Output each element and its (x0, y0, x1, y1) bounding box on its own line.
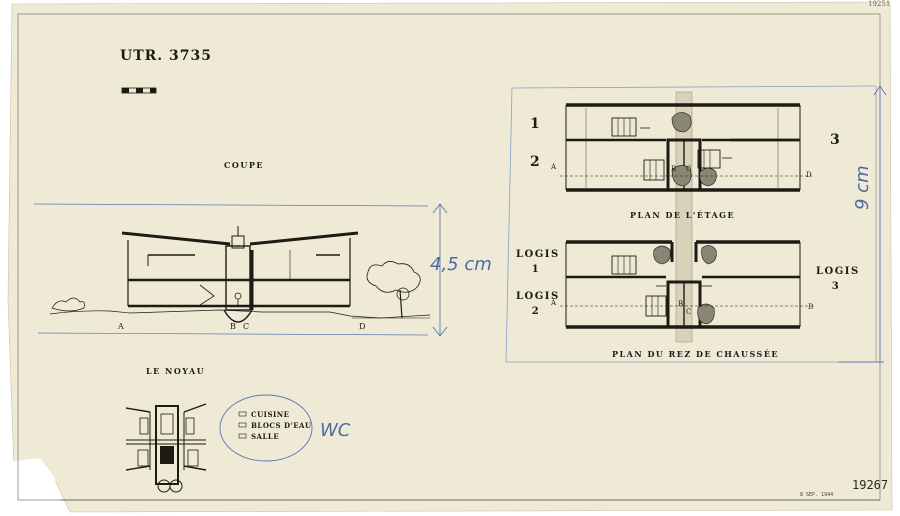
drawing-reference: UTR. 3735 (120, 48, 212, 64)
scale-bar (121, 87, 157, 94)
legend-salle: SALLE (251, 432, 280, 441)
upper-line-a: A (551, 163, 557, 171)
ground-unit-1: LOGIS 1 (516, 249, 560, 275)
upper-mid-b: B (671, 165, 677, 173)
margin-note: 9 cm (852, 165, 873, 210)
ground-mid-c: C (686, 308, 692, 316)
section-drawing (33, 203, 431, 336)
upper-plan-title: PLAN DE L'ÉTAGE (630, 210, 736, 220)
footer-stamp: 8 SEP. 1944 (800, 492, 834, 498)
section-label-c: C (243, 322, 250, 331)
archive-number: 19267 (852, 478, 889, 492)
corner-note: 19251 (868, 0, 891, 8)
core-note: WC (320, 420, 351, 441)
height-note: 4,5 cm (430, 254, 492, 275)
ground-unit-3: LOGIS 3 (816, 266, 860, 292)
plans-frame (505, 85, 877, 363)
section-label-a: A (118, 322, 124, 331)
upper-unit-3: 3 (830, 132, 840, 148)
core-plan (125, 403, 207, 493)
ground-plan-title: PLAN DU REZ DE CHAUSSÉE (612, 349, 780, 359)
ground-unit-2: LOGIS 2 (516, 291, 560, 317)
upper-mid-c: C (686, 165, 692, 173)
section-title: COUPE (224, 160, 264, 170)
torn-corner (8, 458, 60, 512)
margin-dimension (838, 85, 887, 363)
section-label-b: B (230, 322, 236, 331)
core-title: LE NOYAU (146, 366, 206, 376)
upper-plan-drawing (560, 91, 812, 343)
upper-unit-2: 2 (530, 154, 540, 170)
ground-plan-drawing (560, 240, 812, 329)
legend-cuisine: CUISINE (251, 410, 290, 419)
section-label-d: D (359, 322, 366, 331)
upper-unit-1: 1 (530, 116, 540, 132)
upper-line-d: D (806, 171, 812, 179)
height-dimension (432, 203, 448, 337)
ground-mid-b: B (678, 300, 684, 308)
legend-swatches (238, 411, 247, 439)
legend-blocs-eau: BLOCS D'EAU (251, 421, 312, 430)
ground-line-d: D (808, 303, 814, 311)
legend-ellipse (219, 394, 313, 462)
ground-line-a: A (551, 299, 557, 307)
